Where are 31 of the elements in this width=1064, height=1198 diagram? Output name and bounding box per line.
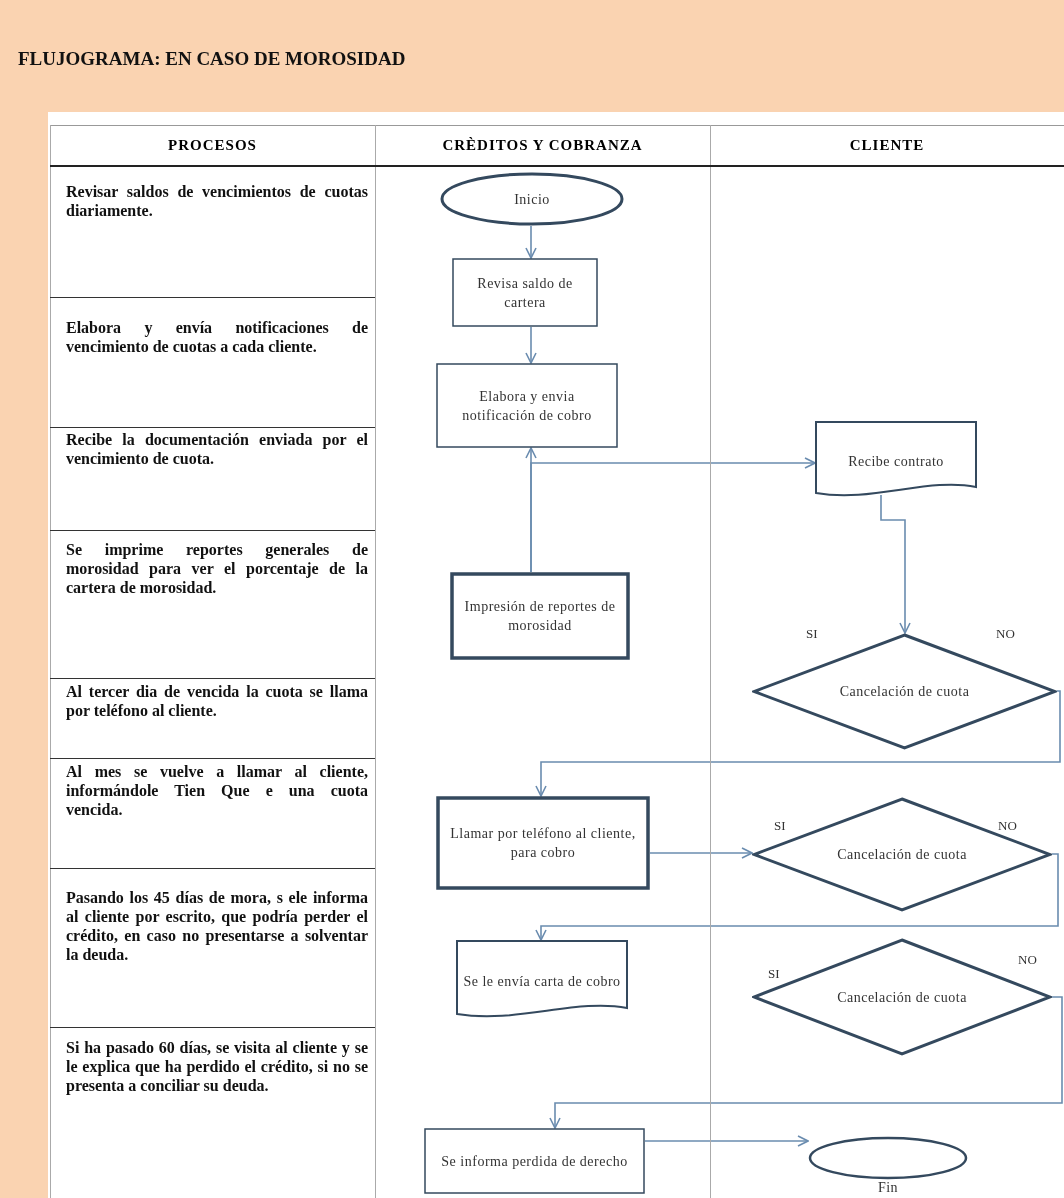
arrow bbox=[525, 225, 537, 259]
process-box: Llamar por teléfono al cliente, para cobro bbox=[436, 796, 650, 890]
column-header: PROCESOS bbox=[167, 136, 258, 155]
process-box: Elabora y envia notificación de cobro bbox=[436, 363, 618, 448]
process-description: Se imprime reportes generales de morosidad para ver el porcentaje de la cartera de morosidad. bbox=[66, 540, 368, 597]
branch-label: SI bbox=[774, 818, 786, 834]
arrow bbox=[549, 996, 1063, 1129]
branch-label: NO bbox=[998, 818, 1017, 834]
process-description: Al tercer dia de vencida la cuota se llama por teléfono al cliente. bbox=[66, 682, 368, 720]
process-description: Revisar saldos de vencimientos de cuotas diariamente. bbox=[66, 182, 368, 220]
process-box: Impresión de reportes de morosidad bbox=[450, 572, 630, 660]
column-header: CLIENTE bbox=[848, 136, 926, 155]
process-description: Pasando los 45 días de mora, s ele informa al cliente por escrito, que podría perder el crédito, en caso no presentarse a solventar la deuda. bbox=[66, 888, 368, 964]
process-description: Elabora y envía notificaciones de vencimiento de cuotas a cada cliente. bbox=[66, 318, 368, 356]
process-box: Revisa saldo de cartera bbox=[452, 258, 598, 327]
branch-label: NO bbox=[1018, 952, 1037, 968]
column-header: CRÈDITOS Y COBRANZA bbox=[441, 136, 644, 155]
arrow bbox=[530, 457, 816, 573]
branch-label: SI bbox=[768, 966, 780, 982]
process-description: Recibe la documentación enviada por el vencimiento de cuota. bbox=[66, 430, 368, 468]
process-box: Se informa perdida de derecho bbox=[424, 1128, 645, 1194]
arrow bbox=[880, 494, 911, 634]
arrow bbox=[649, 847, 753, 859]
diagram-title: FLUJOGRAMA: EN CASO DE MOROSIDAD bbox=[18, 48, 406, 70]
process-description: Al mes se vuelve a llamar al cliente, informándole Tien Que e una cuota vencida. bbox=[66, 762, 368, 819]
arrow bbox=[644, 1135, 809, 1147]
arrow bbox=[535, 853, 1059, 941]
arrow bbox=[525, 326, 537, 364]
arrow bbox=[535, 690, 1061, 797]
process-description: Si ha pasado 60 días, se visita al cliente y se le explica que ha perdido el crédito, si no se presenta a conciliar su deuda. bbox=[66, 1038, 368, 1095]
start-terminal: Inicio bbox=[440, 172, 624, 226]
